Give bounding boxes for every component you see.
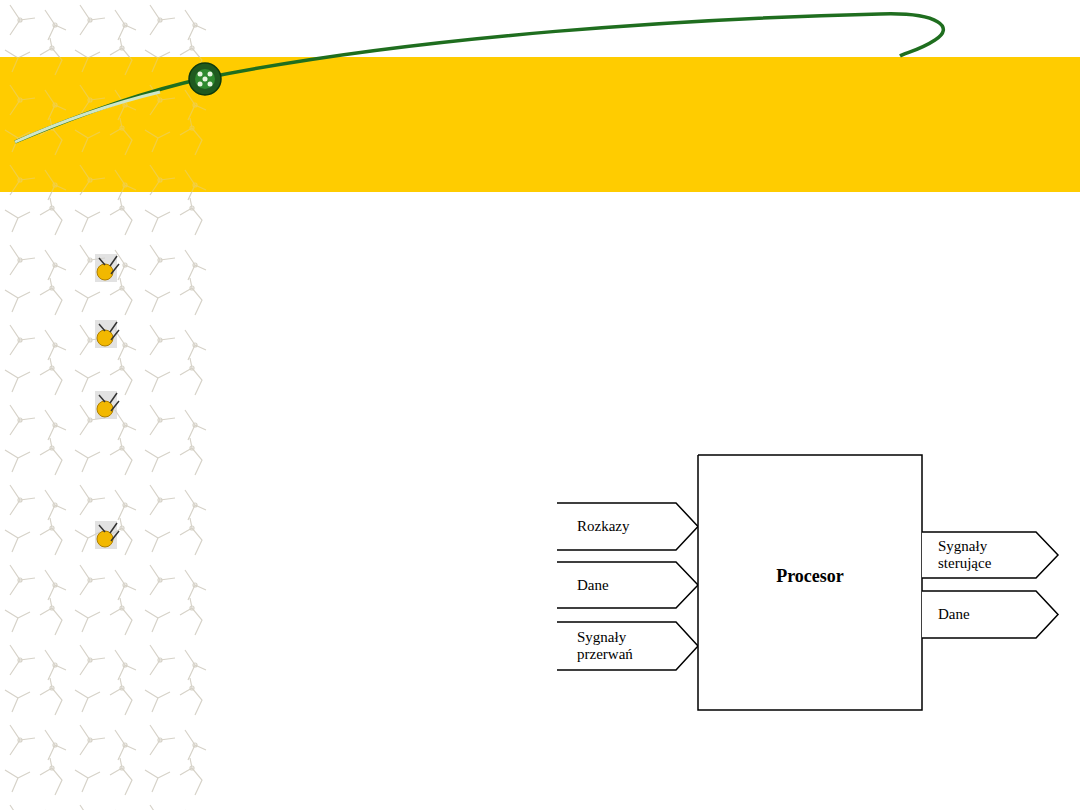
arrow-outline [557,562,698,608]
output-arrow: Sygnały sterujące [922,532,1058,578]
signal-label: Dane [922,606,1058,623]
output-arrow: Dane [922,591,1058,638]
processor-box: Procesor [698,455,922,710]
signal-label: Rozkazy [557,518,698,535]
band-pattern [0,57,210,192]
input-arrow: Dane [557,562,698,608]
arrow-outline [922,591,1058,638]
arrow-open-end [556,504,559,549]
arrow-open-end [556,623,559,669]
bullet-icon [95,254,119,282]
swoosh-highlight [15,92,160,142]
title-band [0,57,1080,192]
bullet-icon [95,320,119,348]
decorative-pattern [0,0,210,810]
bullet-icons [95,254,119,549]
arrow-open-end [922,533,923,577]
input-arrow: Sygnały przerwań [557,622,698,670]
bullet-icon [95,521,119,549]
signal-label: Dane [557,577,698,594]
processor-label: Procesor [698,568,922,585]
bullet-icon [95,391,119,419]
input-arrow: Rozkazy [557,503,698,550]
signal-label: Sygnały przerwań [557,629,698,663]
arrow-outline [922,532,1058,578]
arrow-open-end [556,563,559,607]
arrow-outline [557,622,698,670]
swoosh-line [15,14,943,142]
swoosh-ornament [189,63,221,95]
arrow-open-end [922,592,923,637]
arrow-outline [557,503,698,550]
processor-outline [698,455,922,710]
signal-label: Sygnały sterujące [922,538,1058,572]
